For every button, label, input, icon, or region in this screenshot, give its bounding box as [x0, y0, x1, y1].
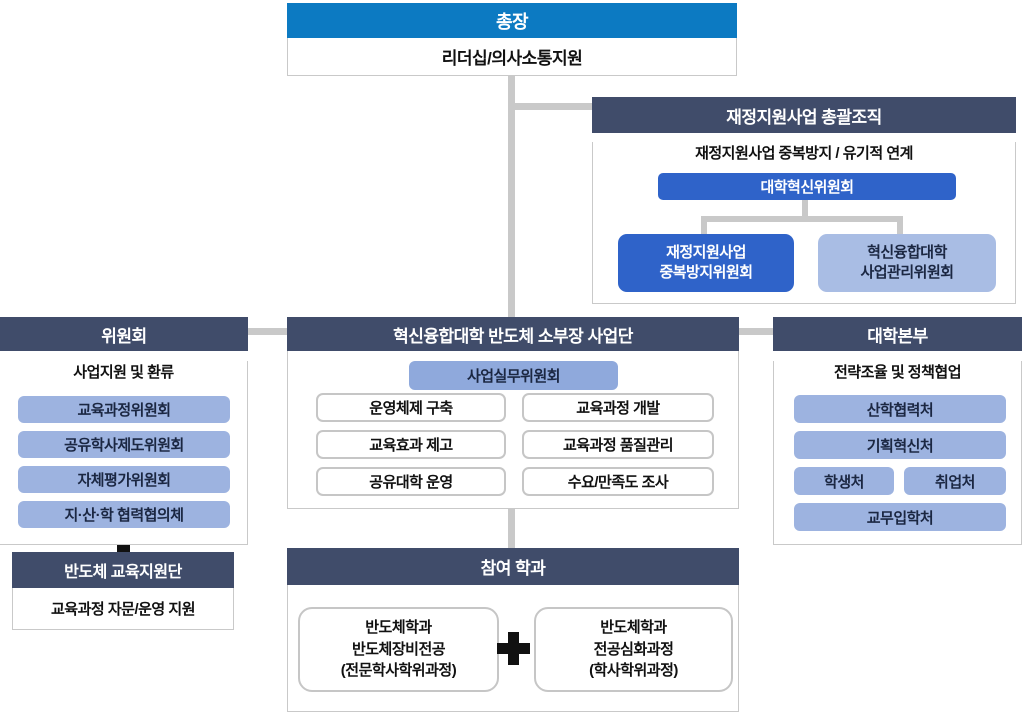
list-item-employment-office: 취업처	[904, 467, 1006, 495]
president-title: 총장	[287, 3, 737, 38]
task-education-effect: 교육효과 제고	[316, 430, 506, 459]
finance-org-title: 재정지원사업 총괄조직	[592, 97, 1016, 133]
committees-subtitle: 사업지원 및 환류	[73, 364, 174, 381]
duplication-prevention-committee: 재정지원사업 중복방지위원회	[618, 234, 794, 292]
departments-body: 반도체학과 반도체장비전공 (전문학사학위과정) 반도체학과 전공심화과정 (학…	[287, 585, 739, 712]
list-item-local-industry-academia-council: 지·산·학 협력협의체	[18, 501, 230, 528]
task-curriculum-development: 교육과정 개발	[522, 393, 714, 422]
hq-subtitle: 전략조율 및 정책협업	[833, 364, 962, 381]
hq-list: 산학협력처 기획혁신처 학생처 취업처 교무입학처	[794, 395, 1006, 531]
dept-semiconductor-equipment-major: 반도체학과 반도체장비전공 (전문학사학위과정)	[298, 607, 499, 692]
departments-box: 참여 학과 반도체학과 반도체장비전공 (전문학사학위과정) 반도체학과 전공심…	[287, 548, 739, 712]
list-item-self-evaluation-committee: 자체평가위원회	[18, 466, 230, 493]
plus-icon	[497, 632, 530, 665]
connector-bizunit-to-hq	[738, 328, 775, 335]
business-unit-task-grid: 운영체제 구축 교육과정 개발 교육효과 제고 교육과정 품질관리 공유대학 운…	[316, 393, 714, 496]
list-item-student-affairs-office: 학생처	[794, 467, 894, 495]
edu-support-box: 반도체 교육지원단 교육과정 자문/운영 지원	[12, 552, 234, 630]
connector-committee-drop-left	[701, 216, 707, 236]
connector-committee-stem	[802, 200, 808, 218]
finance-org-body: 재정지원사업 중복방지 / 유기적 연계 대학혁신위원회 재정지원사업 중복방지…	[592, 142, 1016, 304]
connector-president-to-bizunit	[508, 76, 515, 317]
finance-org-subtitle: 재정지원사업 중복방지 / 유기적 연계	[695, 145, 913, 162]
list-item-shared-academic-system-committee: 공유학사제도위원회	[18, 431, 230, 458]
task-shared-university: 공유대학 운영	[316, 467, 506, 496]
university-innovation-committee: 대학혁신위원회	[658, 173, 956, 200]
committees-box: 위원회 사업지원 및 환류 교육과정위원회 공유학사제도위원회 자체평가위원회 …	[0, 317, 248, 545]
list-item-curriculum-committee: 교육과정위원회	[18, 396, 230, 423]
connector-president-to-finance-org	[512, 103, 594, 110]
list-item-industry-cooperation-office: 산학협력처	[794, 395, 1006, 423]
connector-committee-branch	[701, 216, 903, 222]
task-operating-system: 운영체제 구축	[316, 393, 506, 422]
president-subtitle: 리더십/의사소통지원	[287, 38, 737, 76]
hq-body: 전략조율 및 정책협업 산학협력처 기획혁신처 학생처 취업처 교무입학처	[773, 361, 1022, 545]
departments-title: 참여 학과	[287, 548, 739, 585]
project-management-committee: 혁신융합대학 사업관리위원회	[818, 234, 996, 292]
finance-org-box: 재정지원사업 총괄조직 재정지원사업 중복방지 / 유기적 연계 대학혁신위원회…	[592, 97, 1016, 304]
business-unit-body: 사업실무위원회 운영체제 구축 교육과정 개발 교육효과 제고 교육과정 품질관…	[287, 351, 739, 509]
task-curriculum-quality: 교육과정 품질관리	[522, 430, 714, 459]
committees-title: 위원회	[0, 317, 248, 351]
hq-box: 대학본부 전략조율 및 정책협업 산학협력처 기획혁신처 학생처 취업처 교무입…	[773, 317, 1022, 545]
hq-title: 대학본부	[773, 317, 1022, 351]
dept-advanced-major-course: 반도체학과 전공심화과정 (학사학위과정)	[534, 607, 733, 692]
business-unit-box: 혁신융합대학 반도체 소부장 사업단 사업실무위원회 운영체제 구축 교육과정 …	[287, 317, 739, 509]
hq-half-row: 학생처 취업처	[794, 467, 1006, 495]
list-item-planning-innovation-office: 기획혁신처	[794, 431, 1006, 459]
committees-list: 교육과정위원회 공유학사제도위원회 자체평가위원회 지·산·학 협력협의체	[18, 396, 230, 528]
edu-support-subtitle: 교육과정 자문/운영 지원	[12, 588, 234, 630]
connector-committee-drop-right	[897, 216, 903, 236]
committees-body: 사업지원 및 환류 교육과정위원회 공유학사제도위원회 자체평가위원회 지·산·…	[0, 361, 248, 545]
connector-bizunit-to-departments	[508, 508, 515, 549]
working-committee: 사업실무위원회	[409, 361, 618, 390]
task-demand-satisfaction-survey: 수요/만족도 조사	[522, 467, 714, 496]
connector-committees-to-bizunit	[247, 328, 288, 335]
president-box: 총장 리더십/의사소통지원	[287, 3, 737, 76]
edu-support-title: 반도체 교육지원단	[12, 552, 234, 588]
list-item-academic-admissions-office: 교무입학처	[794, 503, 1006, 531]
business-unit-title: 혁신융합대학 반도체 소부장 사업단	[287, 317, 739, 351]
